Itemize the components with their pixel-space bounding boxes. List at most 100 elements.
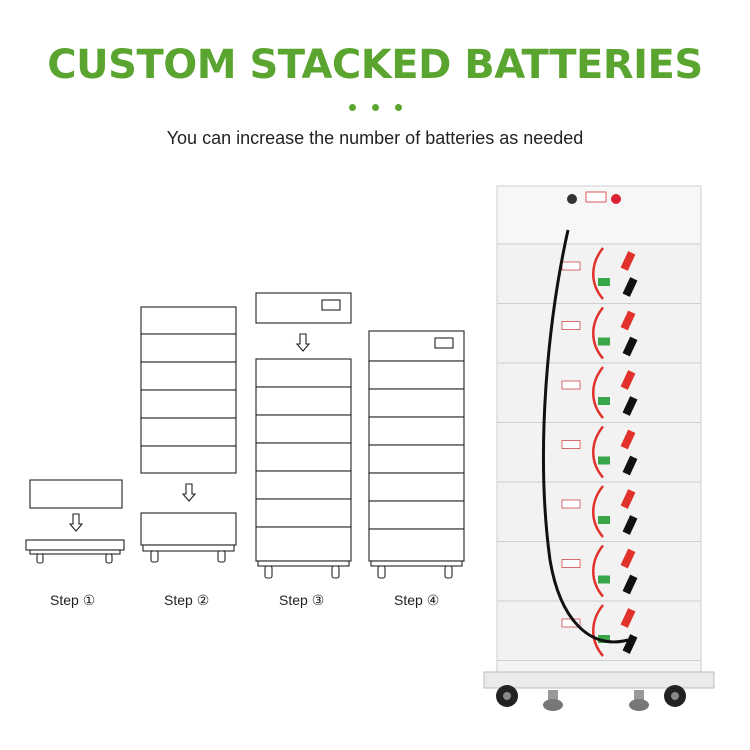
wheel-icon — [264, 565, 273, 579]
red-link-cable — [592, 485, 604, 538]
wheel-icon — [105, 553, 113, 564]
base-frame — [370, 560, 463, 567]
display-screen — [434, 337, 454, 349]
page-title: CUSTOM STACKED BATTERIES — [47, 42, 703, 88]
divider-dot — [348, 104, 356, 111]
battery-module — [140, 417, 237, 447]
red-plug — [620, 429, 636, 450]
warning-label-icon — [561, 380, 581, 390]
connector-block — [598, 278, 610, 286]
battery-module — [368, 360, 465, 390]
battery-stack — [255, 358, 352, 562]
red-link-cable — [592, 366, 604, 419]
red-link-cable — [592, 425, 604, 479]
base-module — [140, 512, 237, 546]
step2-diagram — [140, 306, 237, 563]
warning-label-icon — [585, 191, 607, 203]
battery-module — [368, 500, 465, 530]
divider-dot — [394, 104, 402, 111]
battery-module — [255, 358, 352, 388]
battery-module — [140, 389, 237, 419]
battery-module — [140, 445, 237, 474]
battery-module — [368, 416, 465, 446]
battery-module — [140, 306, 237, 335]
battery-module — [255, 498, 352, 528]
red-plug — [620, 251, 636, 271]
red-link-cable — [592, 604, 604, 657]
red-plug — [620, 489, 636, 509]
module-connectors — [592, 247, 638, 657]
red-plug — [620, 608, 636, 628]
step4-diagram — [368, 330, 465, 579]
wheel-icon — [377, 565, 386, 579]
battery-module — [255, 386, 352, 416]
terminal-icon — [567, 194, 621, 204]
red-link-cable — [592, 247, 604, 300]
base-frame — [257, 560, 350, 567]
wheel-icon — [496, 685, 518, 707]
base-frame — [142, 544, 235, 552]
leveling-foot — [629, 690, 649, 711]
connector-block — [598, 516, 610, 524]
battery-module — [29, 479, 123, 509]
battery-module — [255, 414, 352, 444]
black-plug — [622, 634, 638, 654]
warning-label-icon — [561, 440, 581, 449]
connector-block — [598, 635, 610, 643]
step-2-label: Step ② — [164, 592, 210, 608]
warning-label-icon — [561, 559, 581, 568]
black-plug — [622, 455, 638, 476]
display-screen — [321, 299, 341, 311]
red-plug — [620, 310, 636, 331]
connector-block — [598, 337, 610, 346]
wheel-icon — [331, 565, 340, 579]
warning-label-icon — [561, 261, 581, 271]
cabinet-base — [483, 671, 715, 689]
step3-diagram — [255, 292, 352, 579]
stacked-battery-cabinet — [483, 185, 715, 711]
wheel-icon — [217, 550, 226, 563]
cabinet-modules — [496, 243, 702, 661]
main-black-cable — [542, 229, 629, 644]
battery-module — [368, 388, 465, 418]
connector-block — [598, 456, 610, 465]
wheel-icon — [664, 685, 686, 707]
red-plug — [620, 548, 636, 569]
base-module — [368, 528, 465, 562]
battery-module — [368, 444, 465, 474]
wheel-icon — [150, 550, 159, 563]
down-arrow-icon — [181, 483, 197, 502]
black-plug — [622, 574, 638, 595]
black-plug — [622, 277, 638, 297]
wheel-icon — [36, 553, 44, 564]
divider-dot — [371, 104, 379, 111]
connector-block — [598, 575, 610, 584]
battery-module — [255, 470, 352, 500]
base-module — [255, 526, 352, 562]
red-plug — [620, 370, 636, 390]
battery-stack — [140, 306, 237, 474]
base-plate — [25, 539, 125, 551]
warning-label-icon — [561, 321, 581, 330]
battery-module — [368, 472, 465, 502]
page-subtitle: You can increase the number of batteries… — [166, 128, 584, 148]
leveling-foot — [543, 690, 563, 711]
base-frame — [29, 549, 121, 555]
battery-module — [140, 361, 237, 391]
step-4-label: Step ④ — [394, 592, 440, 608]
down-arrow-icon — [68, 513, 84, 532]
warning-label-icon — [561, 499, 581, 509]
down-arrow-icon — [295, 333, 311, 352]
connector-block — [598, 397, 610, 405]
step-1-label: Step ① — [50, 592, 96, 608]
battery-module — [255, 442, 352, 472]
title-divider-dots — [0, 104, 750, 111]
battery-stack — [368, 360, 465, 562]
battery-module — [140, 333, 237, 363]
red-link-cable — [592, 544, 604, 598]
step1-diagram — [25, 479, 125, 564]
step-3-label: Step ③ — [279, 592, 325, 608]
wheel-icon — [444, 565, 453, 579]
black-plug — [622, 515, 638, 535]
